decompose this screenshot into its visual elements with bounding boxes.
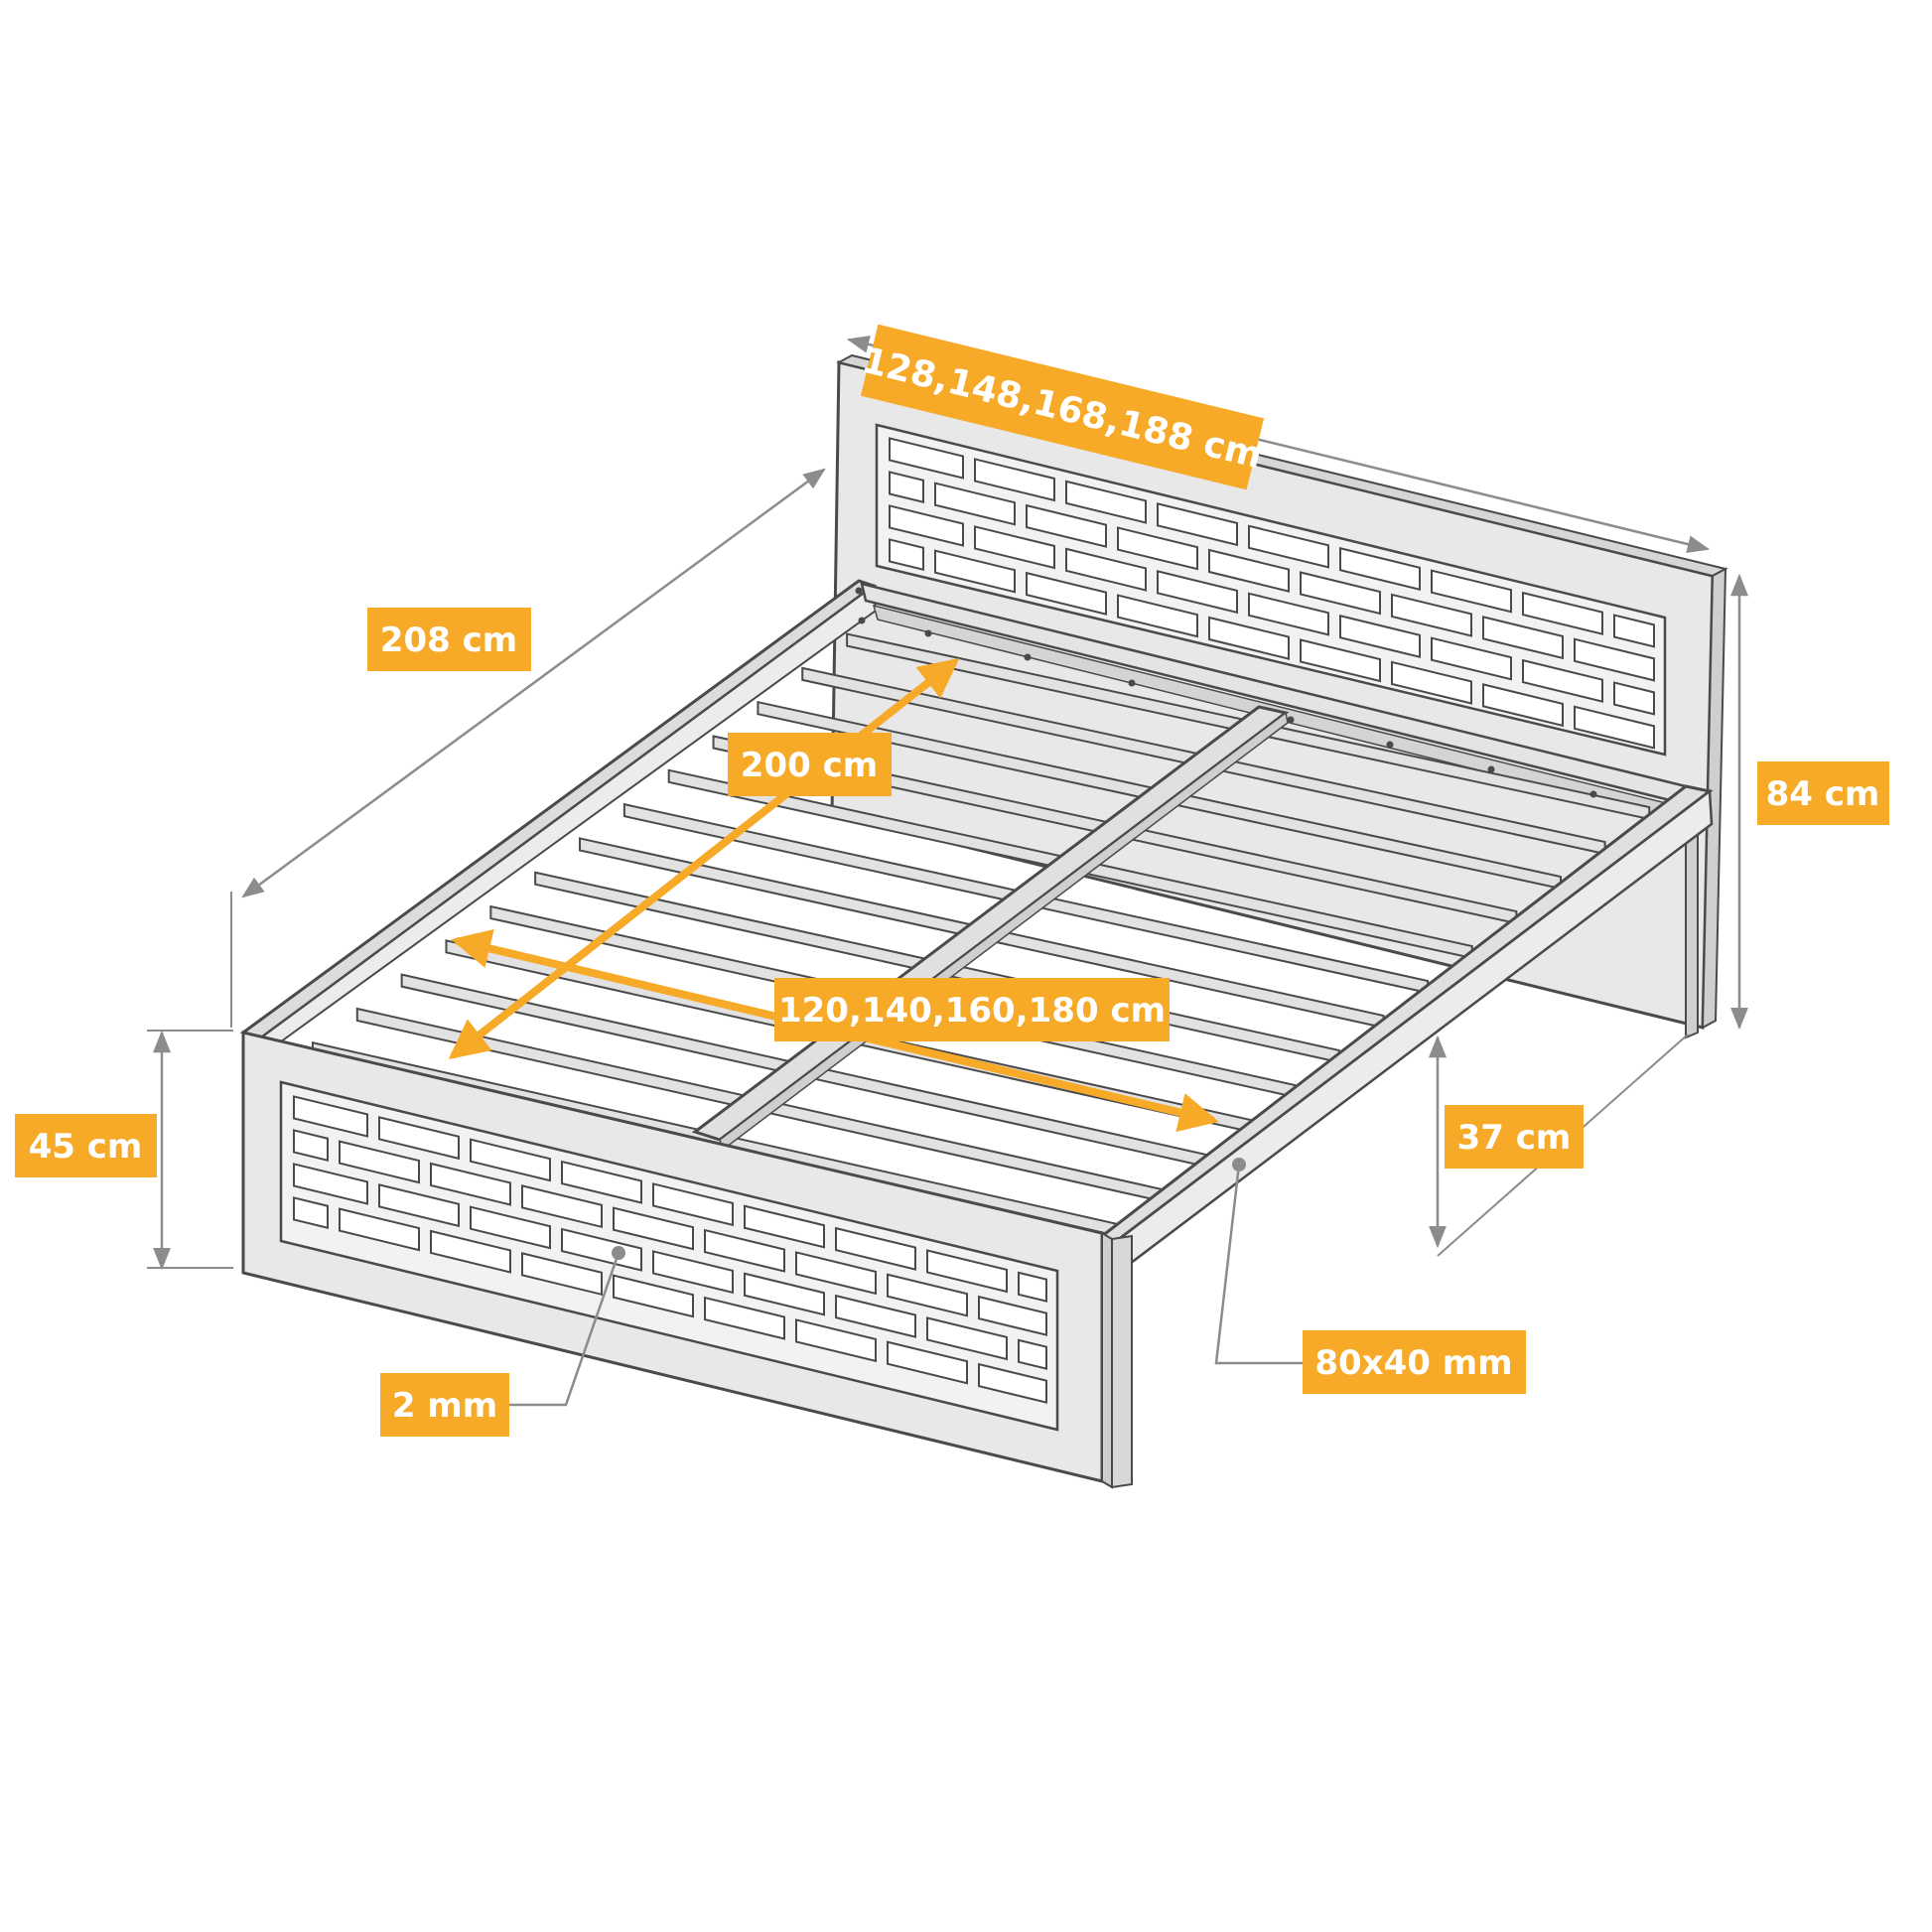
brick-slot	[1431, 636, 1512, 681]
head-rail-bolts	[855, 587, 1597, 798]
brick-slot	[1300, 638, 1381, 683]
brick-slot	[795, 1251, 877, 1296]
brick-slot	[1208, 616, 1290, 660]
brick-slot	[887, 1340, 968, 1385]
brick-slot	[744, 1272, 825, 1316]
brick-slot	[652, 1182, 734, 1227]
brick-slot	[430, 1229, 511, 1274]
brick-slot	[1157, 570, 1238, 615]
brick-slot	[934, 549, 1016, 594]
brick-slot	[1117, 594, 1198, 638]
brick-slot	[744, 1204, 825, 1249]
mattress-width-text: 120,140,160,180 cm	[778, 991, 1166, 1031]
total-length-label: 208 cm	[367, 608, 531, 671]
brick-slot	[652, 1250, 734, 1295]
brick-slot	[1482, 683, 1564, 728]
brick-slot	[978, 1295, 1047, 1336]
brick-slot	[926, 1249, 1008, 1294]
brick-slot	[293, 1129, 329, 1162]
brick-slot	[613, 1274, 694, 1318]
brick-slot	[1018, 1338, 1047, 1370]
brick-slot	[926, 1316, 1008, 1361]
brick-slot	[1339, 614, 1421, 659]
brick-slot	[1391, 593, 1472, 637]
mattress-length-label: 200 cm	[728, 733, 892, 796]
brick-slot	[1339, 546, 1421, 592]
brick-slot	[1431, 569, 1512, 614]
footboard-slots	[293, 1095, 1047, 1404]
total-length-text: 208 cm	[380, 621, 517, 660]
brick-slot	[1248, 592, 1329, 636]
profile-size-leader-line	[1214, 1164, 1303, 1365]
brick-slot	[1026, 571, 1107, 616]
brick-slot	[1574, 637, 1655, 682]
brick-slot	[835, 1226, 916, 1271]
brick-slot	[470, 1138, 551, 1182]
panel-thickness-text: 2 mm	[392, 1386, 497, 1426]
brick-slot	[561, 1160, 642, 1204]
brick-slot	[1391, 660, 1472, 705]
brick-slot	[887, 1273, 968, 1317]
brick-slot	[521, 1252, 603, 1297]
brick-slot	[1300, 571, 1381, 616]
leg-clearance-text: 37 cm	[1457, 1118, 1572, 1158]
brick-slot	[293, 1163, 368, 1205]
footboard-height-label: 45 cm	[15, 1114, 157, 1177]
brick-slot	[1574, 705, 1655, 750]
headboard-height-label: 84 cm	[1757, 761, 1889, 825]
profile-size-label: 80x40 mm	[1303, 1330, 1526, 1394]
bed-frame	[239, 353, 1728, 1489]
brick-slot	[704, 1228, 785, 1273]
brick-slot	[1522, 591, 1603, 635]
brick-slot	[470, 1205, 551, 1250]
mattress-width-label: 120,140,160,180 cm	[774, 978, 1170, 1041]
brick-slot	[561, 1227, 642, 1272]
brick-slot	[795, 1318, 877, 1363]
mattress-length-text: 200 cm	[741, 746, 878, 785]
footboard	[241, 1031, 1113, 1489]
headboard-height-text: 84 cm	[1766, 774, 1880, 814]
brick-slot	[835, 1294, 916, 1338]
brick-slot	[1208, 548, 1290, 593]
brick-slot	[293, 1095, 368, 1138]
front-right-leg	[1111, 1234, 1133, 1489]
brick-slot	[378, 1116, 460, 1161]
brick-slot	[978, 1362, 1047, 1404]
brick-slot	[293, 1196, 329, 1229]
brick-slot	[1065, 547, 1147, 592]
brick-slot	[521, 1184, 603, 1229]
brick-slot	[1018, 1271, 1047, 1303]
brick-slot	[1482, 616, 1564, 660]
brick-slot	[1522, 658, 1603, 703]
panel-thickness-leader-line	[508, 1252, 621, 1407]
brick-slot	[613, 1206, 694, 1251]
profile-size-text: 80x40 mm	[1314, 1343, 1512, 1383]
leg-clearance-label: 37 cm	[1445, 1105, 1584, 1169]
brick-slot	[339, 1140, 420, 1184]
panel-thickness-label: 2 mm	[380, 1373, 509, 1437]
brick-slot	[1613, 681, 1655, 716]
footboard-height-text: 45 cm	[29, 1127, 143, 1167]
brick-slot	[339, 1207, 420, 1252]
brick-slot	[1613, 614, 1655, 648]
brick-slot	[704, 1296, 785, 1340]
brick-slot	[430, 1162, 511, 1206]
brick-slot	[378, 1183, 460, 1228]
